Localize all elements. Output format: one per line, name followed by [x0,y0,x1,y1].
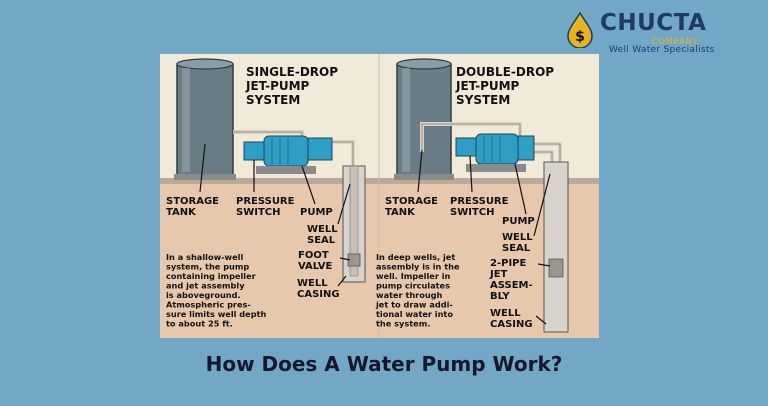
pump-icon [455,133,535,172]
brand-name: CHUCTA [600,10,707,36]
brand-logo: $ CHUCTA COMPANY Well Water Specialists [566,10,756,56]
pump-icon [243,135,333,174]
svg-text:$: $ [575,29,585,45]
double-drop-panel [394,58,569,333]
label-pump: PUMP [300,207,333,218]
label-pump: PUMP [502,216,535,227]
well-casing-icon [543,161,569,333]
single-drop-panel [174,58,366,287]
storage-tank-icon [174,58,236,180]
well-casing-icon [342,165,366,283]
storage-tank-icon [394,58,454,180]
brand-subtitle: COMPANY [652,37,699,46]
page-caption: How Does A Water Pump Work? [205,352,563,376]
brand-tagline: Well Water Specialists [609,45,715,55]
water-drop-dollar-icon: $ [567,12,593,48]
